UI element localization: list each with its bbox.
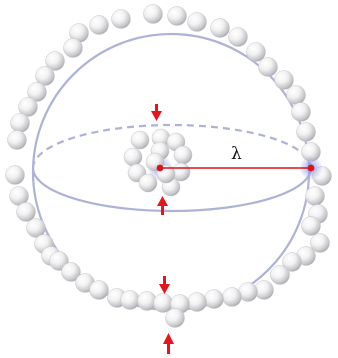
arrow-shell-bottom (163, 333, 174, 354)
shell-bead (222, 287, 242, 307)
shell-bead (228, 27, 248, 47)
shell-bead (120, 290, 140, 310)
shell-bead (27, 82, 47, 102)
arrow-shell-top (159, 276, 170, 294)
shell-bead (5, 165, 25, 185)
center-dot (156, 164, 164, 172)
shell-bead (246, 42, 266, 62)
shell-bead (89, 280, 109, 300)
shell-bead (26, 218, 46, 238)
shell-bead (167, 6, 187, 26)
shell-bead (187, 12, 207, 32)
shell-bead (89, 15, 109, 35)
shell-bead (274, 70, 294, 90)
shell-bead (7, 130, 27, 150)
shell-bead (45, 51, 65, 71)
arrow-core-top (151, 104, 162, 121)
shell-bead (153, 293, 173, 313)
shell-bead (18, 97, 38, 117)
shell-bead (291, 102, 311, 122)
shell-bead (111, 9, 131, 29)
shell-bead (258, 57, 278, 77)
shell-bead (35, 66, 55, 86)
shell-bead (10, 113, 30, 133)
shell-bead (296, 122, 316, 142)
shell-bead (165, 308, 185, 328)
shell-bead (301, 216, 321, 236)
arrow-core-bottom (157, 196, 168, 215)
lambda-label: λ (231, 144, 242, 164)
shell-bead (63, 38, 83, 58)
core-bead (123, 147, 143, 167)
shell-bead (286, 85, 306, 105)
equator-back-dashed (31, 123, 313, 169)
shell-bead (16, 202, 36, 222)
shell-bead (282, 252, 302, 272)
core-cluster (123, 128, 193, 197)
shell-bead (210, 18, 230, 38)
shell-bead (204, 289, 224, 309)
shell-bead (61, 262, 81, 282)
shell-bead (143, 4, 163, 24)
edge-dot (307, 164, 315, 172)
core-bead (138, 173, 158, 193)
equator-front (31, 167, 313, 213)
shell-bead (310, 233, 330, 253)
shell-bead (305, 186, 325, 206)
core-bead (173, 145, 193, 165)
shell-bead (270, 265, 290, 285)
shell-bead (187, 292, 207, 312)
core-bead (130, 130, 150, 150)
shell-beads (5, 4, 332, 328)
